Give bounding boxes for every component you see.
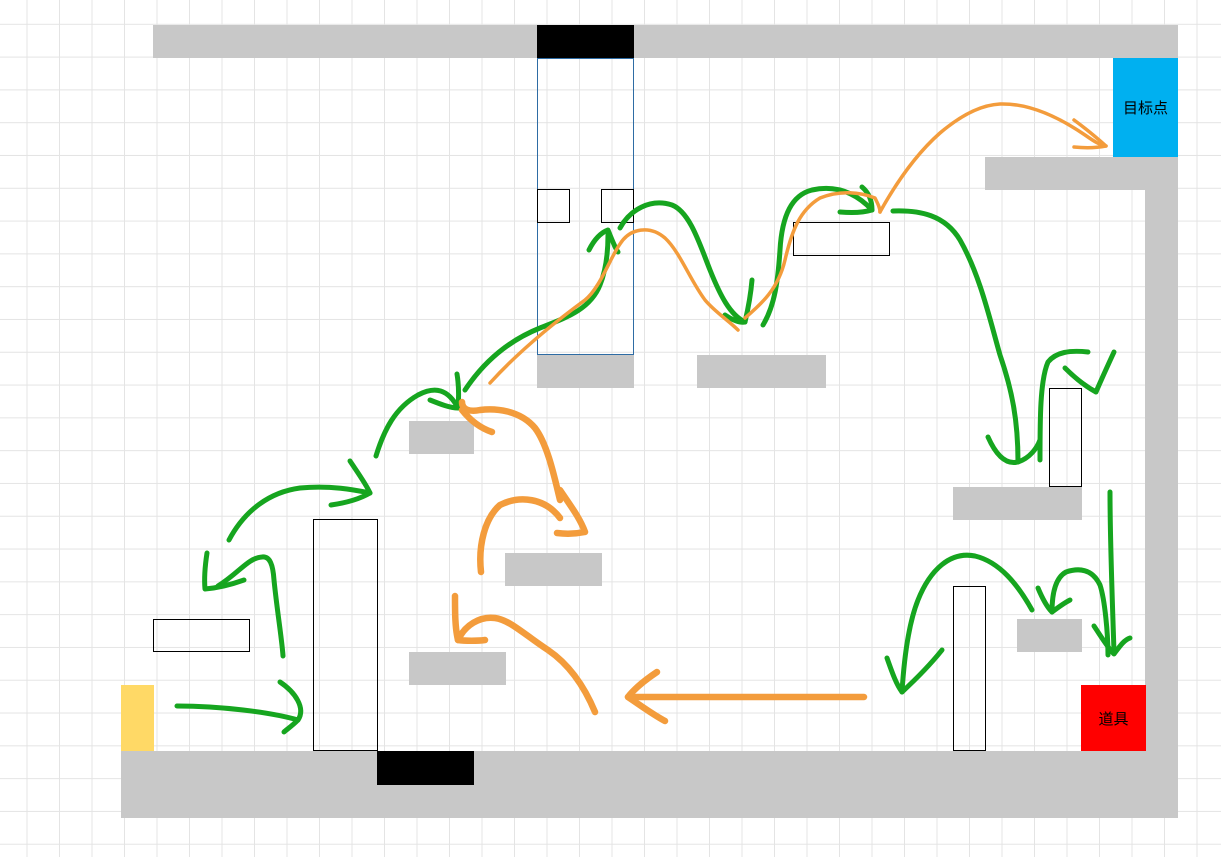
green-arrowhead (328, 458, 373, 508)
floating-platform-top (793, 222, 890, 256)
start-marker (121, 685, 154, 751)
goal-ledge (985, 157, 1178, 190)
platform-right-small (1017, 619, 1082, 652)
green-route-stroke (1107, 489, 1117, 655)
column-right-notch (601, 189, 634, 223)
green-route-stroke (760, 185, 875, 328)
floating-platform-left (153, 619, 250, 652)
pillar-right-upper (1049, 388, 1082, 487)
green-arrowhead (1035, 585, 1073, 615)
right-wall (1145, 157, 1178, 751)
top-spike-block (537, 25, 634, 58)
platform-center (505, 553, 602, 586)
green-route-stroke (890, 208, 1021, 465)
floor (121, 751, 1178, 818)
orange-arrowhead (451, 592, 489, 644)
platform-under-column (537, 355, 634, 388)
green-arrowhead (277, 679, 304, 735)
goal-label: 目标点 (1122, 100, 1168, 117)
orange-arrowhead (553, 486, 589, 537)
green-arrowhead (1091, 623, 1133, 657)
green-arrowhead (837, 184, 875, 216)
item-block: 道具 (1081, 685, 1146, 751)
green-arrowhead (427, 371, 462, 411)
green-route-stroke (617, 200, 748, 325)
top-wall (153, 25, 1178, 58)
pillar-right-lower (953, 586, 986, 751)
goal-block: 目标点 (1113, 58, 1178, 157)
green-arrowhead (985, 434, 1043, 466)
platform-mid-right (697, 355, 826, 388)
platform-small-left (409, 421, 474, 454)
column-left-notch (537, 189, 570, 223)
floor-spike-block (377, 751, 474, 785)
platform-right-ledge (953, 487, 1082, 520)
orange-arrowhead (624, 668, 669, 725)
green-route-stroke (174, 703, 301, 723)
orange-arrowhead (1072, 118, 1108, 150)
green-arrowhead (884, 647, 945, 695)
platform-low-left (409, 652, 506, 685)
tall-pillar-left (313, 519, 378, 751)
item-label: 道具 (1098, 710, 1129, 728)
green-arrowhead (1062, 349, 1117, 395)
orange-route-stroke (458, 398, 564, 504)
green-arrowhead (202, 550, 247, 592)
green-arrowhead (722, 277, 755, 325)
